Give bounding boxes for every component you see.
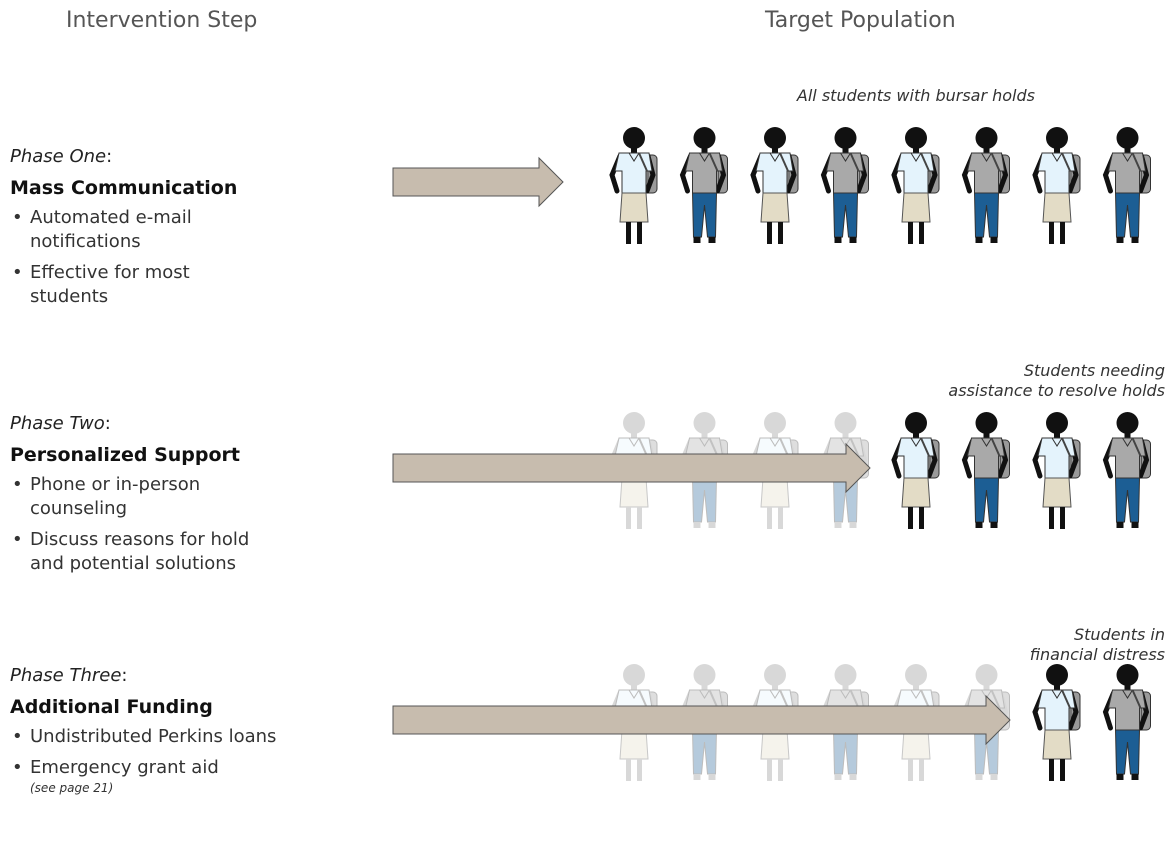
phase-arrow <box>392 694 1011 746</box>
student-figure <box>1032 412 1081 529</box>
student-figure <box>1032 127 1081 244</box>
phase-one-title: Mass Communication <box>10 177 238 199</box>
student-figure <box>750 127 799 244</box>
student-figure <box>1102 664 1151 780</box>
phase-arrow <box>392 156 564 208</box>
student-figure <box>891 412 940 529</box>
phase-two-name: Phase Two <box>10 413 105 434</box>
phase-one-name: Phase One <box>10 146 107 167</box>
population-label-phase-one: All students with bursar holds <box>796 86 1035 105</box>
student-figure <box>679 127 728 243</box>
phase-three-bullet-2: Emergency grant aid(see page 21) <box>10 756 370 796</box>
phase-one-bullet-2: Effective for most students <box>10 261 230 309</box>
column-header-population: Target Population <box>765 8 956 33</box>
phase-one-block: Phase One: Mass Communication Automated … <box>10 146 350 309</box>
column-header-intervention: Intervention Step <box>66 8 258 33</box>
phase-arrow <box>392 442 871 494</box>
student-figure <box>820 127 869 243</box>
student-figure <box>961 412 1010 528</box>
phase-three-block: Phase Three: Additional Funding Undistri… <box>10 665 350 796</box>
student-figure <box>891 127 940 244</box>
phase-two-title: Personalized Support <box>10 444 240 466</box>
phase-three-bullet-note: (see page 21) <box>30 781 114 795</box>
phase-one-bullet-1: Automated e-mail notifications <box>10 206 270 254</box>
population-label-phase-two: Students needing assistance to resolve h… <box>948 361 1165 400</box>
student-figure <box>1032 664 1081 781</box>
population-label-phase-three: Students in financial distress <box>1029 625 1165 664</box>
phase-three-title: Additional Funding <box>10 696 213 718</box>
student-figure <box>609 127 658 244</box>
phase-two-bullet-2: Discuss reasons for hold and potential s… <box>10 528 260 576</box>
student-figure <box>1102 412 1151 528</box>
student-figure <box>1102 127 1151 243</box>
phase-two-bullets: Phone or in-person counseling Discuss re… <box>10 473 350 576</box>
phase-three-bullets: Undistributed Perkins loans Emergency gr… <box>10 725 350 796</box>
student-figure <box>961 127 1010 243</box>
phase-one-bullets: Automated e-mail notifications Effective… <box>10 206 350 309</box>
faded-student-figure <box>750 664 799 781</box>
phase-three-bullet-1: Undistributed Perkins loans <box>10 725 370 749</box>
phase-two-block: Phase Two: Personalized Support Phone or… <box>10 413 350 576</box>
phase-three-name: Phase Three <box>10 665 122 686</box>
phase-two-bullet-1: Phone or in-person counseling <box>10 473 260 521</box>
